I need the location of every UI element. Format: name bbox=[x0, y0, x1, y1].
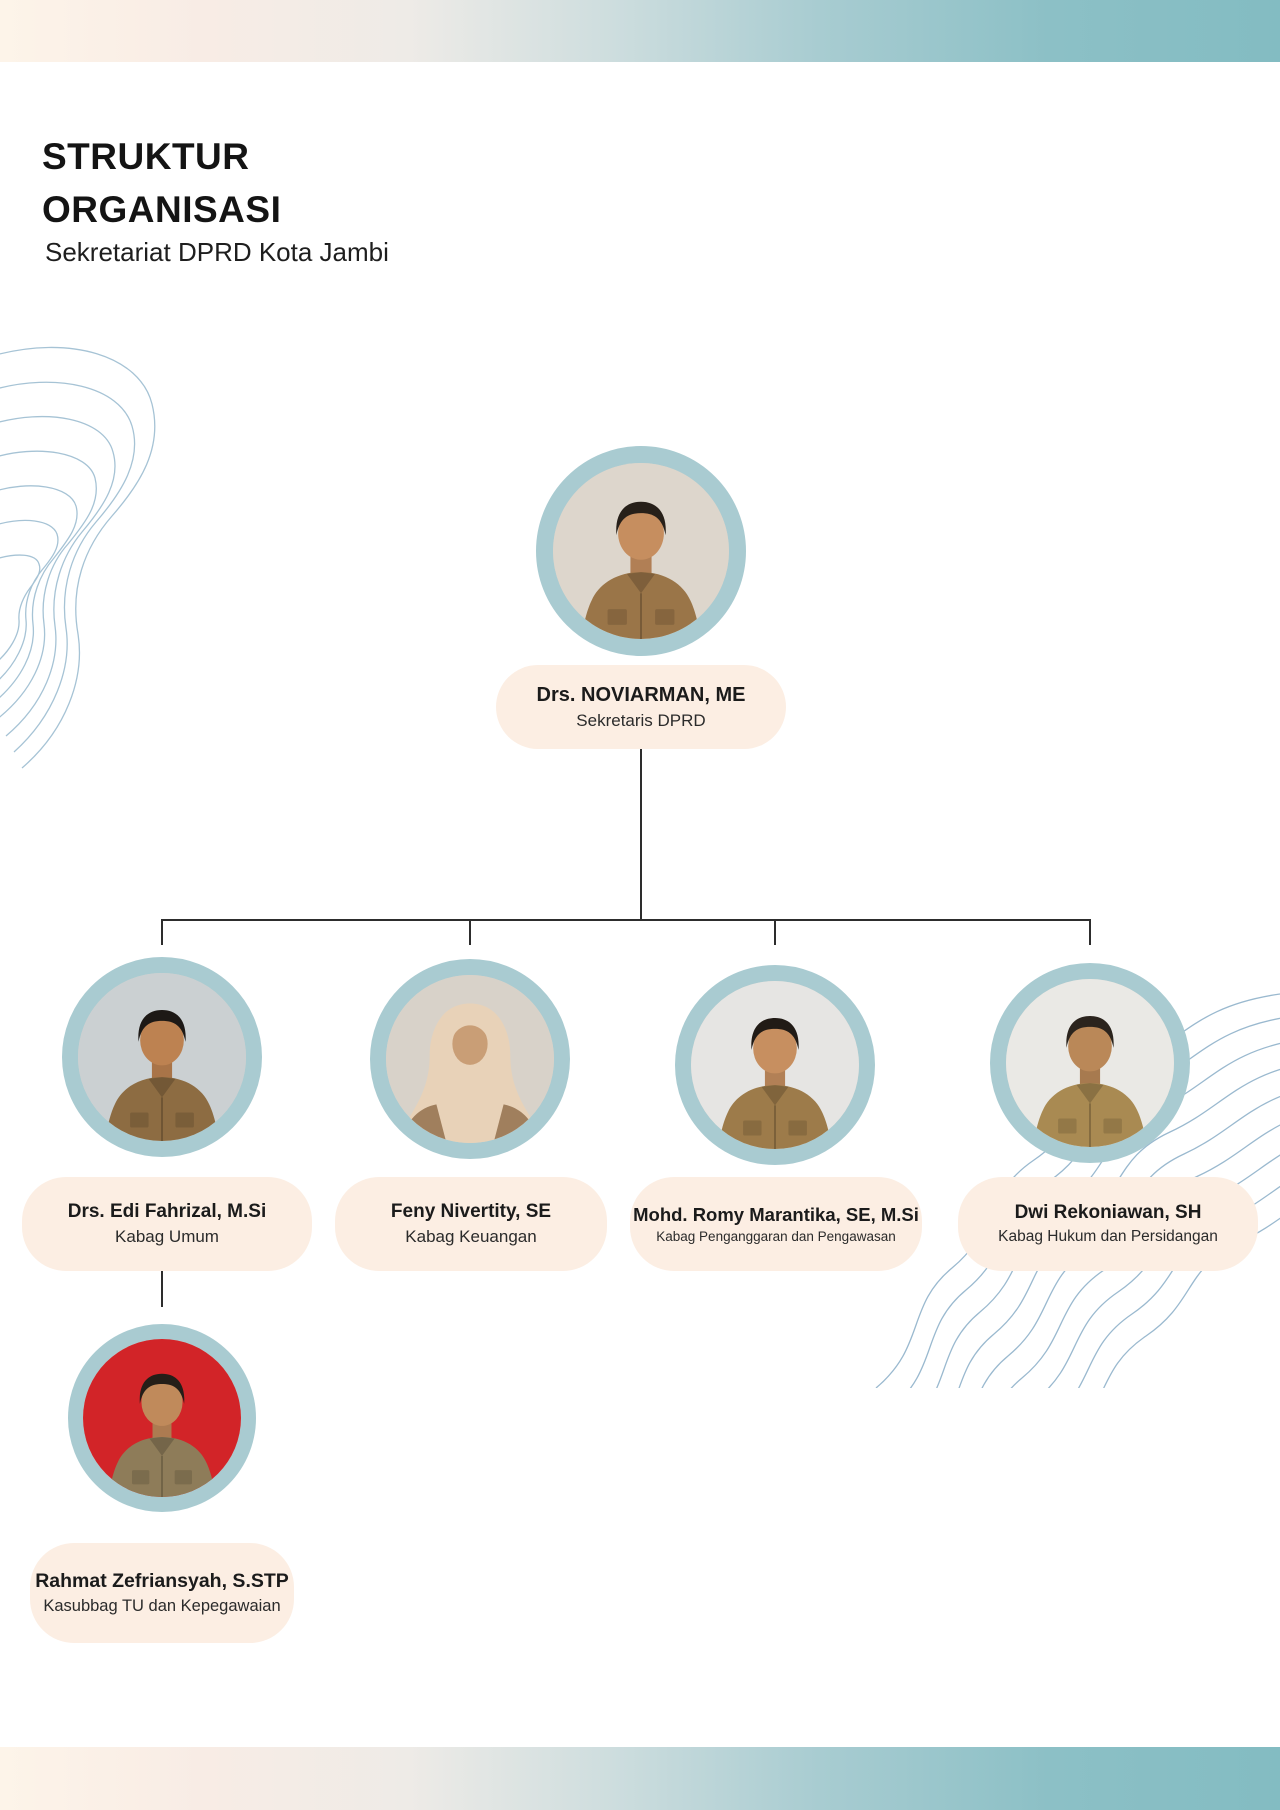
kasubbag-tu-role: Kasubbag TU dan Kepegawaian bbox=[43, 1596, 281, 1615]
connector-stub-kabag-umum bbox=[161, 919, 163, 945]
kasubbag-tu-photo bbox=[68, 1324, 256, 1512]
connector-stub-kabag-penganggaran bbox=[774, 919, 776, 945]
kabag-hukum-name: Dwi Rekoniawan, SH bbox=[1014, 1202, 1202, 1224]
kabag-umum-name: Drs. Edi Fahrizal, M.Si bbox=[67, 1201, 267, 1223]
connector-kasubbag bbox=[161, 1271, 163, 1307]
kabag-keuangan-role: Kabag Keuangan bbox=[405, 1227, 537, 1247]
bottom-gradient-bar bbox=[0, 1747, 1280, 1810]
kabag-penganggaran-name: Mohd. Romy Marantika, SE, M.Si bbox=[633, 1203, 919, 1225]
page-subtitle: Sekretariat DPRD Kota Jambi bbox=[45, 237, 389, 267]
sekretaris-dprd-label-card: Drs. NOVIARMAN, ME Sekretaris DPRD bbox=[496, 665, 786, 749]
kabag-penganggaran-photo bbox=[675, 965, 875, 1165]
kabag-hukum-photo bbox=[990, 963, 1190, 1163]
sekretaris-dprd-photo bbox=[536, 446, 746, 656]
kasubbag-tu-label-card: Rahmat Zefriansyah, S.STP Kasubbag TU da… bbox=[30, 1543, 294, 1643]
kabag-umum-photo bbox=[62, 957, 262, 1157]
kabag-hukum-label-card: Dwi Rekoniawan, SH Kabag Hukum dan Persi… bbox=[958, 1177, 1258, 1271]
contour-decoration-left bbox=[0, 346, 156, 769]
sekretaris-dprd-name: Drs. NOVIARMAN, ME bbox=[536, 683, 746, 706]
connector-stub-kabag-hukum bbox=[1089, 919, 1091, 945]
page-title: STRUKTUR ORGANISASI bbox=[42, 130, 281, 236]
sekretaris-dprd-role: Sekretaris DPRD bbox=[576, 710, 706, 730]
connector-root-trunk bbox=[640, 749, 642, 920]
page-title-line2: ORGANISASI bbox=[42, 189, 282, 230]
connector-horizontal bbox=[161, 919, 1091, 921]
connector-stub-kabag-keuangan bbox=[469, 919, 471, 945]
kabag-umum-role: Kabag Umum bbox=[115, 1227, 219, 1247]
top-gradient-bar bbox=[0, 0, 1280, 62]
kabag-hukum-role: Kabag Hukum dan Persidangan bbox=[998, 1228, 1218, 1246]
page-title-line1: STRUKTUR bbox=[42, 136, 250, 177]
kabag-keuangan-photo bbox=[370, 959, 570, 1159]
kabag-keuangan-label-card: Feny Nivertity, SE Kabag Keuangan bbox=[335, 1177, 607, 1271]
kabag-umum-label-card: Drs. Edi Fahrizal, M.Si Kabag Umum bbox=[22, 1177, 312, 1271]
kabag-penganggaran-role: Kabag Penganggaran dan Pengawasan bbox=[656, 1228, 896, 1244]
kabag-penganggaran-label-card: Mohd. Romy Marantika, SE, M.Si Kabag Pen… bbox=[630, 1177, 922, 1271]
kasubbag-tu-name: Rahmat Zefriansyah, S.STP bbox=[35, 1570, 289, 1593]
kabag-keuangan-name: Feny Nivertity, SE bbox=[390, 1201, 552, 1223]
